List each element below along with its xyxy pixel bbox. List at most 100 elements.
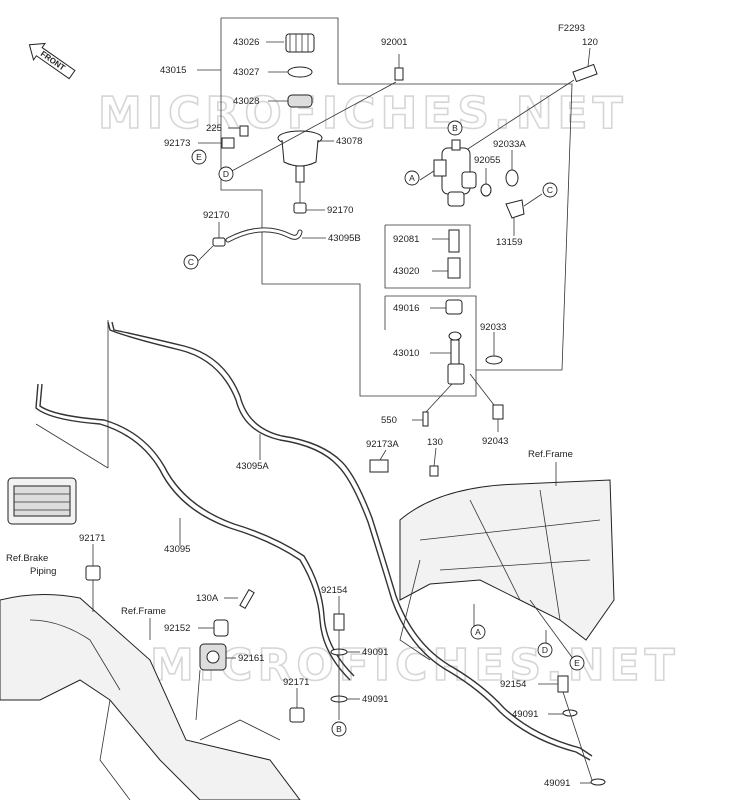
ref-brake-piping-line1: Ref.Brake xyxy=(6,553,48,564)
label-550: 550 xyxy=(381,415,397,426)
ref-frame-top: Ref.Frame xyxy=(528,449,573,460)
callout-E-lower: E xyxy=(569,655,585,671)
label-43095: 43095 xyxy=(164,544,190,555)
callout-C-lower: C xyxy=(183,254,199,270)
circlip-92033A xyxy=(505,169,519,187)
bolt-225 xyxy=(239,125,249,137)
label-49091-right-lower: 49091 xyxy=(544,778,570,789)
callout-E-upper: E xyxy=(191,149,207,165)
master-cylinder-body xyxy=(433,139,477,207)
svg-text:B: B xyxy=(336,724,342,734)
label-49016: 49016 xyxy=(393,303,419,314)
label-43028: 43028 xyxy=(233,96,259,107)
bracket-92173A xyxy=(369,459,389,473)
bracket-92173 xyxy=(221,137,235,149)
svg-text:E: E xyxy=(574,658,580,668)
pin-92043 xyxy=(492,404,504,420)
label-43095B: 43095B xyxy=(328,233,361,244)
ref-frame-left: Ref.Frame xyxy=(121,606,166,617)
callout-D-lower: D xyxy=(537,642,553,658)
left-frame xyxy=(0,593,301,800)
label-92001: 92001 xyxy=(381,37,407,48)
abs-unit xyxy=(7,477,77,525)
piston-43010 xyxy=(447,331,465,385)
label-225: 225 xyxy=(206,123,222,134)
callout-A-lower: A xyxy=(470,624,486,640)
label-13159: 13159 xyxy=(496,237,522,248)
label-92170-lower: 92170 xyxy=(203,210,229,221)
label-130A: 130A xyxy=(196,593,219,604)
label-43010: 43010 xyxy=(393,348,419,359)
assembly-outline xyxy=(220,17,573,397)
brake-hose-43095A xyxy=(107,321,591,761)
hose-joint-13159 xyxy=(505,199,525,219)
label-49091-left-upper: 49091 xyxy=(362,647,388,658)
svg-text:E: E xyxy=(196,152,202,162)
circlip-92033 xyxy=(485,355,503,365)
label-92154-right: 92154 xyxy=(500,679,526,690)
label-49091-right-upper: 49091 xyxy=(512,709,538,720)
label-43020: 43020 xyxy=(393,266,419,277)
label-43026: 43026 xyxy=(233,37,259,48)
label-92055: 92055 xyxy=(474,155,500,166)
label-92033A: 92033A xyxy=(493,139,526,150)
svg-text:B: B xyxy=(452,123,458,133)
diaphragm xyxy=(287,94,313,108)
callout-A-upper: A xyxy=(404,170,420,186)
diagram-code: F2293 xyxy=(558,23,585,34)
push-rod-43020 xyxy=(447,257,461,279)
label-92173: 92173 xyxy=(164,138,190,149)
cap-49016 xyxy=(445,299,463,315)
bolt-130 xyxy=(429,465,439,477)
svg-text:A: A xyxy=(409,173,415,183)
damper-92152 xyxy=(213,619,229,637)
label-43095A: 43095A xyxy=(236,461,269,472)
brake-hose-43095 xyxy=(35,383,351,681)
label-43078: 43078 xyxy=(336,136,362,147)
bolt-92001 xyxy=(394,67,404,81)
bolt-130A xyxy=(239,589,255,609)
svg-text:D: D xyxy=(223,169,229,179)
ref-brake-piping-line2: Piping xyxy=(30,566,56,577)
label-92033: 92033 xyxy=(480,322,506,333)
clamp-92171-upper xyxy=(85,565,101,581)
label-92170-upper: 92170 xyxy=(327,205,353,216)
label-92171-upper: 92171 xyxy=(79,533,105,544)
boot-92081 xyxy=(448,229,460,253)
o-ring-92055 xyxy=(480,183,492,197)
callout-B-upper: B xyxy=(447,120,463,136)
pin-550 xyxy=(422,411,429,427)
label-92161: 92161 xyxy=(238,653,264,664)
label-92154-left: 92154 xyxy=(321,585,347,596)
label-120: 120 xyxy=(582,37,598,48)
label-43015: 43015 xyxy=(160,65,186,76)
label-92171-lower: 92171 xyxy=(283,677,309,688)
banjo-bolt-92154-right xyxy=(557,675,569,693)
clamp-92170 xyxy=(212,237,226,247)
label-49091-left-lower: 49091 xyxy=(362,694,388,705)
washer-49091-right-lower xyxy=(590,778,606,786)
bolt-120 xyxy=(572,63,598,83)
label-92173A: 92173A xyxy=(366,439,399,450)
bracket-92161 xyxy=(199,643,227,671)
clamp-92171-lower xyxy=(289,707,305,723)
svg-text:C: C xyxy=(188,257,194,267)
watermark-top: MICROFICHES.NET xyxy=(98,88,628,139)
label-43027: 43027 xyxy=(233,67,259,78)
banjo-bolt-92154-left xyxy=(333,613,345,631)
svg-text:D: D xyxy=(542,645,548,655)
callout-B-lower: B xyxy=(331,721,347,737)
label-92043: 92043 xyxy=(482,436,508,447)
label-92152: 92152 xyxy=(164,623,190,634)
label-130: 130 xyxy=(427,437,443,448)
label-92081: 92081 xyxy=(393,234,419,245)
svg-text:C: C xyxy=(547,185,553,195)
front-arrow-icon xyxy=(28,42,76,80)
svg-text:A: A xyxy=(475,627,481,637)
right-frame xyxy=(399,479,615,641)
callout-C-upper: C xyxy=(542,182,558,198)
callout-D-upper: D xyxy=(218,166,234,182)
reservoir-plate xyxy=(287,66,313,78)
reservoir-cap xyxy=(285,33,315,53)
